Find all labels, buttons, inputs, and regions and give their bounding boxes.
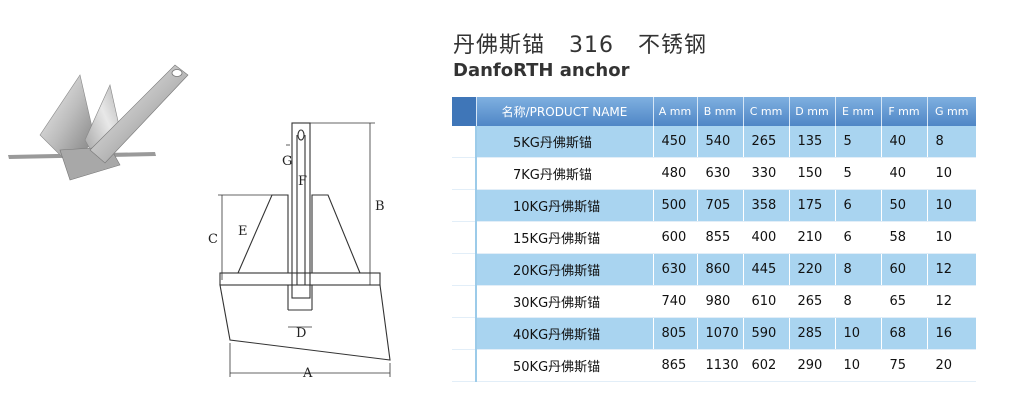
cell-g: 12 <box>926 253 976 286</box>
cell-c: 590 <box>742 317 789 350</box>
cell-f: 65 <box>880 285 927 318</box>
cell-c: 610 <box>742 285 789 318</box>
cell-a: 450 <box>652 126 697 158</box>
header-cell: F mm <box>880 97 927 126</box>
cell-e: 10 <box>834 349 881 382</box>
header-cell: A mm <box>652 97 697 126</box>
cell-e: 10 <box>834 317 881 350</box>
cell-a: 600 <box>652 221 697 254</box>
cell-d: 175 <box>788 189 835 222</box>
cell-c: 265 <box>742 126 789 158</box>
cell-b: 855 <box>696 221 743 254</box>
cell-b: 1130 <box>696 349 743 382</box>
header-cell: G mm <box>926 97 976 126</box>
cell-b: 540 <box>696 126 743 158</box>
cell-f: 40 <box>880 157 927 190</box>
product-name-cell: 30KG丹佛斯锚 <box>475 285 653 318</box>
cell-f: 50 <box>880 189 927 222</box>
header-cell: 名称/PRODUCT NAME <box>475 97 653 126</box>
header-cell: B mm <box>696 97 743 126</box>
cell-e: 8 <box>834 253 881 286</box>
cell-c: 400 <box>742 221 789 254</box>
dim-label-g: G <box>282 154 292 169</box>
cell-g: 8 <box>926 126 976 158</box>
cell-a: 805 <box>652 317 697 350</box>
cell-g: 10 <box>926 221 976 254</box>
cell-f: 40 <box>880 126 927 158</box>
cell-b: 980 <box>696 285 743 318</box>
product-title-cn: 丹佛斯锚 316 不锈钢 <box>453 33 707 58</box>
cell-f: 68 <box>880 317 927 350</box>
cell-e: 6 <box>834 221 881 254</box>
table-row: 40KG丹佛斯锚 805 1070 590 285 10 68 16 <box>452 317 976 350</box>
cell-c: 330 <box>742 157 789 190</box>
cell-g: 10 <box>926 189 976 222</box>
cell-b: 1070 <box>696 317 743 350</box>
table-header-row: 名称/PRODUCT NAME A mm B mm C mm D mm E mm… <box>452 97 976 126</box>
cell-e: 5 <box>834 157 881 190</box>
cell-b: 705 <box>696 189 743 222</box>
header-cell: E mm <box>834 97 881 126</box>
cell-d: 285 <box>788 317 835 350</box>
cell-d: 265 <box>788 285 835 318</box>
product-title-en: DanfoRTH anchor <box>453 60 630 81</box>
cell-g: 12 <box>926 285 976 318</box>
cell-d: 290 <box>788 349 835 382</box>
table-row: 50KG丹佛斯锚 865 1130 602 290 10 75 20 <box>452 349 976 382</box>
cell-e: 6 <box>834 189 881 222</box>
cell-c: 358 <box>742 189 789 222</box>
cell-b: 860 <box>696 253 743 286</box>
cell-d: 135 <box>788 126 835 158</box>
cell-a: 740 <box>652 285 697 318</box>
cell-g: 20 <box>926 349 976 382</box>
cell-e: 8 <box>834 285 881 318</box>
header-cell: C mm <box>742 97 789 126</box>
dim-label-c: C <box>208 232 218 247</box>
product-name-cell: 40KG丹佛斯锚 <box>475 317 653 350</box>
cell-d: 150 <box>788 157 835 190</box>
cell-d: 220 <box>788 253 835 286</box>
cell-g: 10 <box>926 157 976 190</box>
table-row: 30KG丹佛斯锚 740 980 610 265 8 65 12 <box>452 285 976 318</box>
cell-c: 602 <box>742 349 789 382</box>
product-name-cell: 10KG丹佛斯锚 <box>475 189 653 222</box>
cell-a: 480 <box>652 157 697 190</box>
anchor-photo <box>8 64 189 181</box>
dim-label-b: B <box>375 199 385 214</box>
table-row: 5KG丹佛斯锚 450 540 265 135 5 40 8 <box>452 126 976 158</box>
cell-f: 60 <box>880 253 927 286</box>
dim-label-a: A <box>302 366 313 381</box>
header-edge <box>452 97 476 126</box>
cell-f: 58 <box>880 221 927 254</box>
table-row: 7KG丹佛斯锚 480 630 330 150 5 40 10 <box>452 157 976 190</box>
spec-table: 名称/PRODUCT NAME A mm B mm C mm D mm E mm… <box>452 97 976 382</box>
dim-label-f: F <box>298 174 307 189</box>
dim-label-d: D <box>296 326 306 341</box>
cell-a: 500 <box>652 189 697 222</box>
product-name-cell: 7KG丹佛斯锚 <box>475 157 653 190</box>
cell-a: 630 <box>652 253 697 286</box>
product-name-cell: 15KG丹佛斯锚 <box>475 221 653 254</box>
dim-label-e: E <box>238 224 248 239</box>
table-row: 10KG丹佛斯锚 500 705 358 175 6 50 10 <box>452 189 976 222</box>
cell-g: 16 <box>926 317 976 350</box>
cell-f: 75 <box>880 349 927 382</box>
header-cell: D mm <box>788 97 835 126</box>
cell-e: 5 <box>834 126 881 158</box>
cell-d: 210 <box>788 221 835 254</box>
anchor-dimension-drawing: A B C D E F G <box>208 122 391 381</box>
table-row: 15KG丹佛斯锚 600 855 400 210 6 58 10 <box>452 221 976 254</box>
product-name-cell: 50KG丹佛斯锚 <box>475 349 653 382</box>
cell-a: 865 <box>652 349 697 382</box>
product-name-cell: 5KG丹佛斯锚 <box>475 126 653 158</box>
cell-c: 445 <box>742 253 789 286</box>
table-row: 20KG丹佛斯锚 630 860 445 220 8 60 12 <box>452 253 976 286</box>
cell-b: 630 <box>696 157 743 190</box>
product-name-cell: 20KG丹佛斯锚 <box>475 253 653 286</box>
